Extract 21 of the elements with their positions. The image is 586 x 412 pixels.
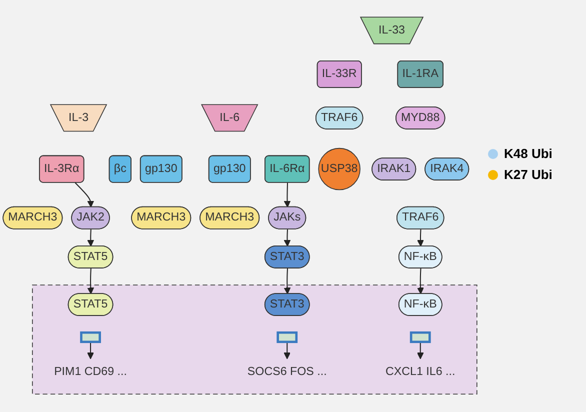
arrow — [284, 268, 291, 295]
node-circle: USP38 — [318, 148, 360, 191]
arrow — [284, 230, 291, 247]
node-text: CXCL1 IL6 ... — [386, 365, 456, 379]
legend-label: K48 Ubi — [504, 146, 552, 161]
arrow — [417, 230, 424, 247]
node-text: SOCS6 FOS ... — [247, 365, 327, 379]
arrow — [74, 182, 94, 208]
cluster — [32, 284, 478, 395]
node-picture — [410, 332, 431, 344]
node-picture — [276, 332, 298, 344]
arrow — [87, 342, 94, 360]
arrow — [284, 342, 291, 360]
node-text: PIM1 CD69 ... — [54, 365, 127, 379]
arrow — [417, 268, 424, 295]
arrow — [284, 183, 291, 208]
arrow — [416, 342, 424, 360]
legend-label: K27 Ubi — [504, 167, 552, 182]
arrow — [87, 268, 94, 295]
node-picture — [80, 332, 101, 344]
arrow — [87, 230, 94, 247]
